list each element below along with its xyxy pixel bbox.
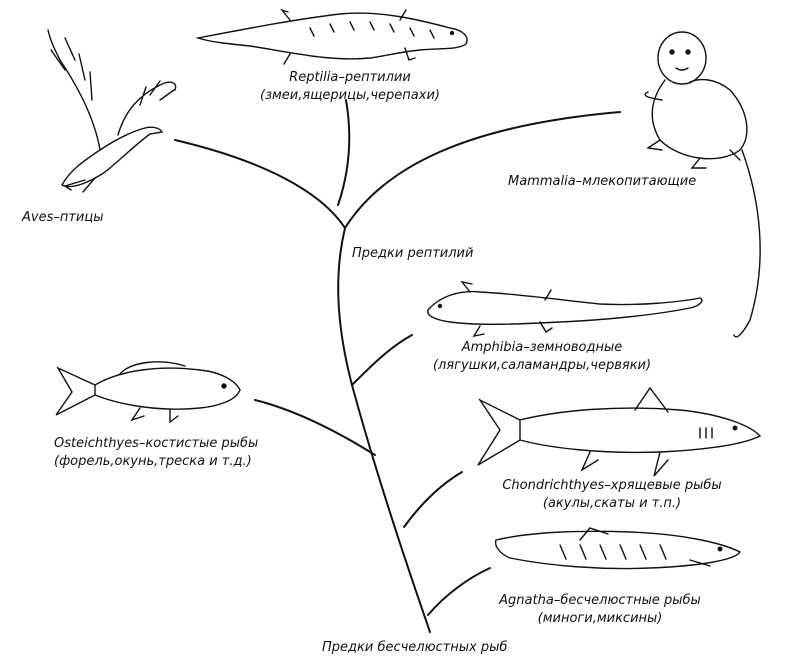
branch-mammalia — [344, 111, 621, 229]
osteichthyes-examples: (форель,окунь,треска и т.д.) — [54, 454, 252, 469]
shark-illustration — [477, 386, 762, 477]
mammalia-name: Mammalia–млекопитающие — [508, 174, 697, 189]
reptilia-examples: (змеи,ящерицы,черепахи) — [260, 88, 440, 103]
lizard-illustration — [195, 8, 468, 65]
osteichthyes-name: Osteichthyes–костистые рыбы — [54, 436, 259, 451]
branch-chondrichthyes — [403, 471, 463, 528]
agnatha-name: Agnatha–бесчелюстные рыбы — [499, 593, 701, 608]
tree-trunk — [337, 227, 431, 633]
reptilia-name: Reptilia–рептилии — [289, 70, 411, 85]
chondrichthyes-name: Chondrichthyes–хрящевые рыбы — [502, 478, 722, 493]
reptile-ancestors-label: Предки рептилий — [352, 246, 474, 261]
branch-osteichthyes — [254, 399, 376, 456]
salamander-illustration — [427, 280, 703, 337]
lamprey-illustration — [494, 527, 742, 570]
amphibia-examples: (лягушки,саламандры,червяки) — [432, 358, 652, 373]
bony-fish-illustration — [55, 361, 241, 424]
branch-agnatha — [427, 567, 491, 616]
bird-illustration — [47, 29, 177, 193]
amphibia-name: Amphibia–земноводные — [461, 340, 623, 355]
monkey-illustration — [644, 31, 761, 338]
jawless-ancestors-label: Предки бесчелюстных рыб — [322, 640, 508, 655]
agnatha-examples: (миноги,миксины) — [537, 611, 663, 626]
aves-name: Aves–птицы — [22, 210, 104, 225]
chondrichthyes-examples: (акулы,скаты и т.п.) — [542, 496, 682, 511]
branch-aves — [174, 139, 346, 229]
branch-amphibia — [351, 334, 413, 386]
branch-reptilia — [337, 99, 351, 206]
